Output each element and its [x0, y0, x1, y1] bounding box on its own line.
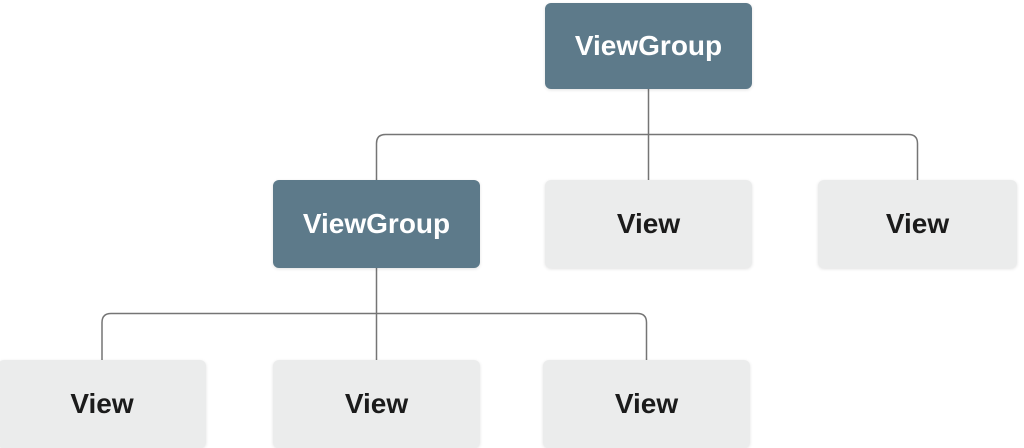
node-label: View — [614, 388, 679, 419]
node-child-viewgroup: ViewGroup — [273, 180, 480, 268]
node-child-view-1: View — [545, 180, 752, 268]
node-child-view-2: View — [818, 180, 1017, 268]
node-label: View — [344, 388, 409, 419]
node-root-viewgroup: ViewGroup — [545, 3, 752, 89]
node-grandchild-view-1: View — [0, 360, 206, 448]
node-grandchild-view-3: View — [543, 360, 750, 448]
node-label: View — [70, 388, 134, 419]
node-grandchild-view-2: View — [273, 360, 480, 448]
node-label: ViewGroup — [302, 208, 451, 239]
node-label: View — [885, 208, 950, 239]
node-label: ViewGroup — [574, 30, 723, 61]
node-label: View — [616, 208, 681, 239]
connector-path — [101, 312, 648, 360]
connector-path — [375, 133, 919, 180]
